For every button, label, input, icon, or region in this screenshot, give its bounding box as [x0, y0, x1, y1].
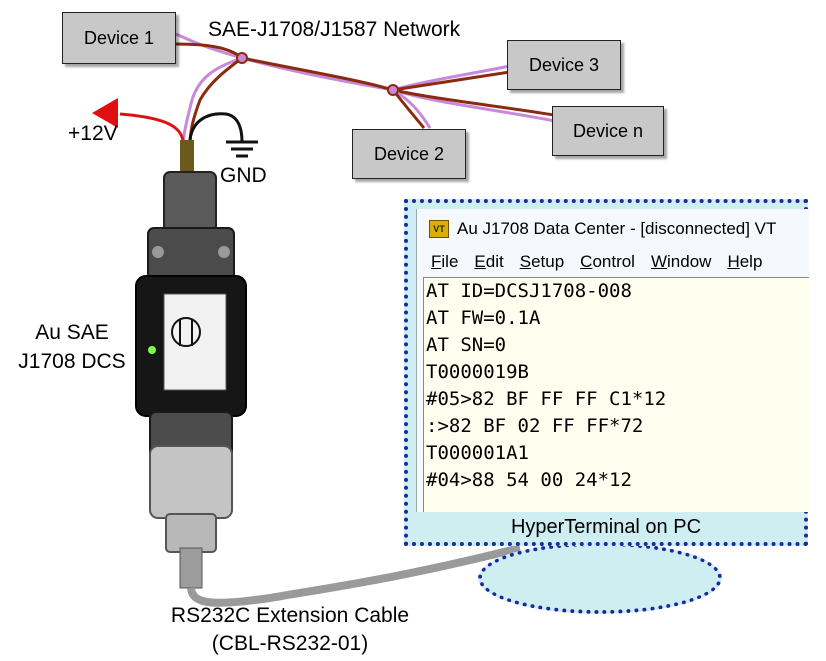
menu-edit[interactable]: Edit: [474, 252, 504, 271]
ground-wire: [188, 112, 244, 143]
device-3-box: Device 3: [507, 40, 621, 90]
splice-dots: [236, 52, 399, 96]
db9-connector-bottom: [149, 411, 233, 589]
adapter-label-line2: J1708 DCS: [18, 350, 126, 373]
terminal-titlebar[interactable]: VT Au J1708 Data Center - [disconnected]…: [417, 209, 809, 249]
network-bus: [175, 32, 561, 146]
db9-connector-top: [147, 171, 235, 281]
app-icon: VT: [429, 220, 449, 238]
cable-label: RS232C Extension Cable (CBL-RS232-01): [140, 602, 440, 658]
power-wire: [119, 112, 185, 141]
adapter-body: [135, 275, 247, 417]
adapter-label-line1: Au SAE: [35, 321, 109, 344]
device-1-box: Device 1: [62, 12, 176, 64]
power-label: +12V: [68, 122, 118, 145]
adapter-label: Au SAE J1708 DCS: [12, 318, 132, 376]
console-line: :>82 BF 02 FF FF*72: [426, 415, 644, 437]
terminal-window-title: Au J1708 Data Center - [disconnected] VT: [457, 219, 777, 238]
menu-control[interactable]: Control: [580, 252, 635, 271]
device-n-box: Device n: [552, 106, 664, 156]
menu-file[interactable]: File: [431, 252, 459, 271]
console-line: AT FW=0.1A: [426, 307, 541, 329]
menu-help[interactable]: Help: [727, 252, 763, 271]
cable-label-name: RS232C Extension Cable: [170, 604, 410, 627]
console-line: #05>82 BF FF FF C1*12: [426, 388, 667, 410]
console-line: T0000019B: [426, 361, 529, 383]
cable-label-part: (CBL-RS232-01): [211, 632, 369, 655]
terminal-console[interactable]: AT ID=DCSJ1708-008 AT FW=0.1A AT SN=0 T0…: [423, 277, 809, 512]
menu-setup[interactable]: Setup: [519, 252, 565, 271]
console-line: #04>88 54 00 24*12: [426, 469, 632, 491]
monitor-caption: HyperTerminal on PC: [510, 515, 702, 538]
ground-label: GND: [220, 164, 267, 187]
console-line: T000001A1: [426, 442, 529, 464]
ground-symbol-icon: [226, 140, 258, 158]
terminal-window[interactable]: VT Au J1708 Data Center - [disconnected]…: [416, 209, 809, 512]
console-line: AT SN=0: [426, 334, 507, 356]
network-title: SAE-J1708/J1587 Network: [208, 18, 461, 41]
power-arrow-icon: [92, 98, 118, 128]
console-line: AT ID=DCSJ1708-008: [426, 280, 632, 302]
menu-window[interactable]: Window: [650, 252, 712, 271]
monitor-stand: [478, 542, 722, 614]
extension-cable: [187, 544, 521, 607]
terminal-menubar: File Edit Setup Control Window Help: [417, 249, 809, 275]
device-2-box: Device 2: [352, 129, 466, 179]
